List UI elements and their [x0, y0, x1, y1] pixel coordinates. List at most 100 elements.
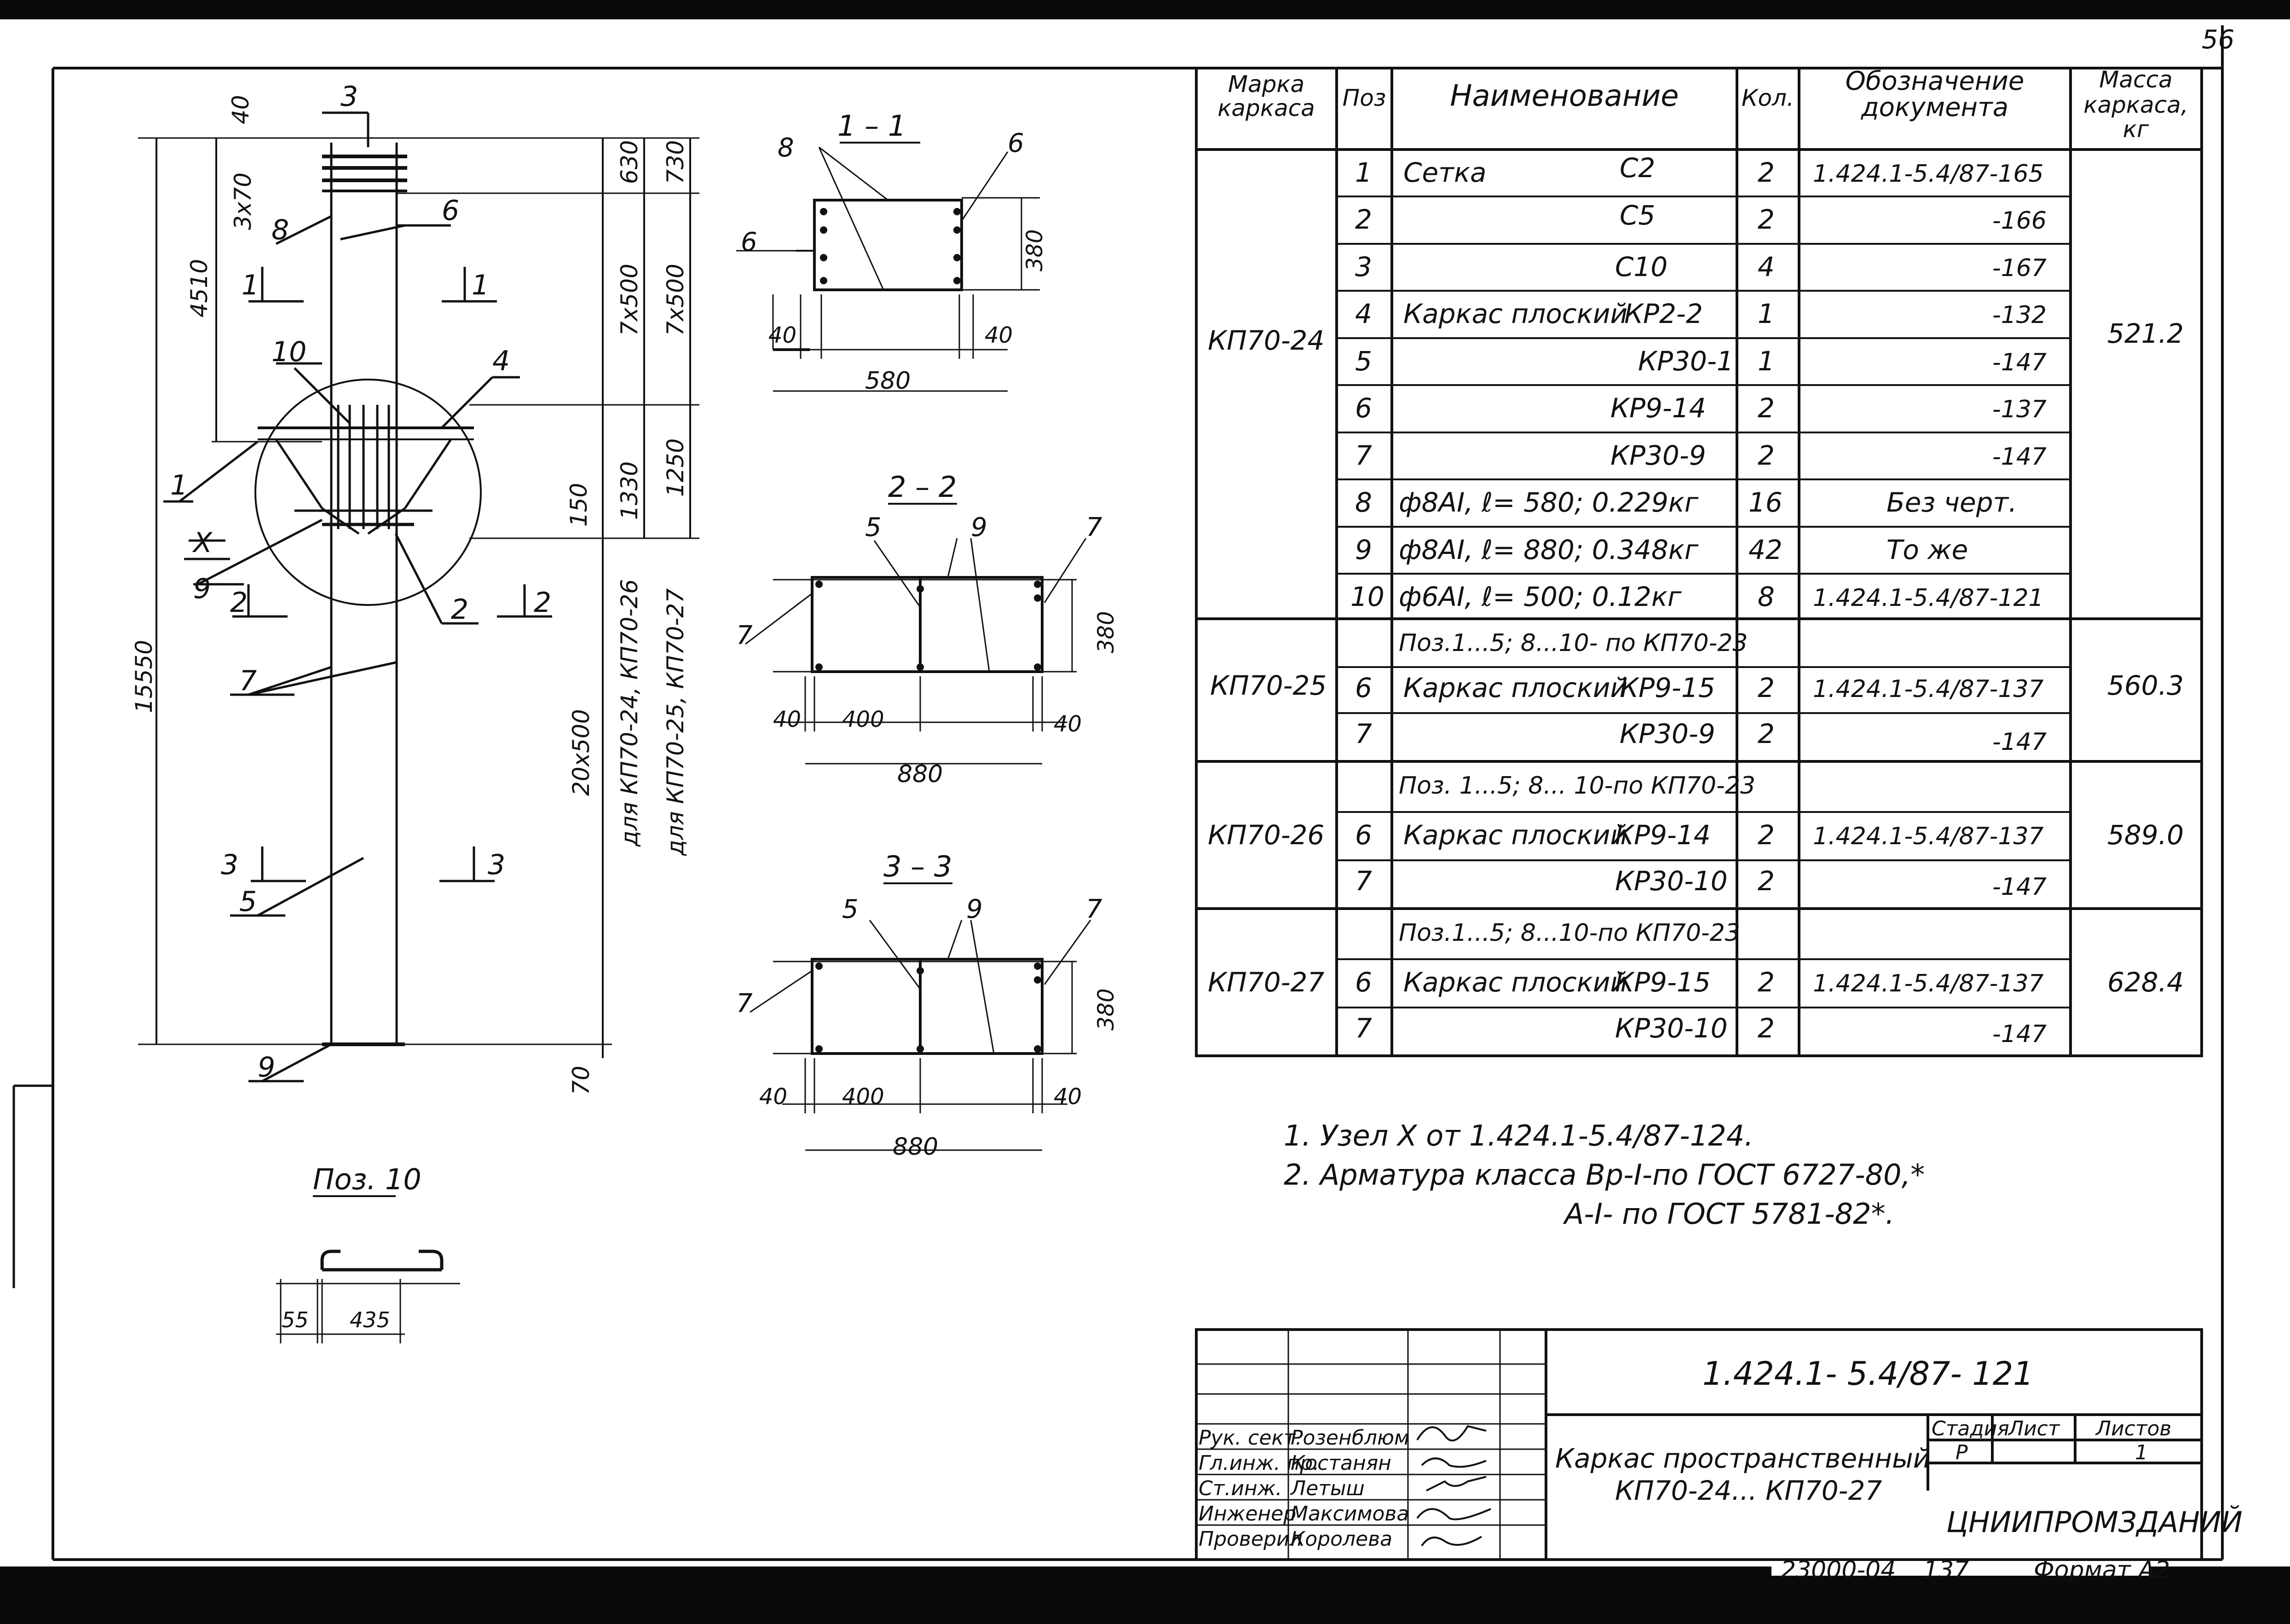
g4-row7-qty: 2 — [1758, 1013, 1775, 1044]
row9-doc: То же — [1886, 534, 1968, 565]
s11-dim-40b: 40 — [985, 322, 1013, 348]
note-for-24-26: для КП70-24, КП70-26 — [616, 579, 643, 847]
dim-right-1250: 1250 — [662, 438, 689, 497]
sheet-label: Лист — [2007, 1417, 2060, 1440]
hdr-name: Наименование — [1450, 79, 1679, 113]
s11-dim-40a: 40 — [768, 322, 796, 348]
detail-view: 3 8 6 10 4 1 9 2 7 5 9 X 1 1 2 2 3 3 40 … — [131, 81, 699, 1095]
part-label-8: 8 — [271, 214, 289, 246]
row5-pos: 5 — [1355, 346, 1372, 377]
person-3: Летыш — [1290, 1477, 1365, 1500]
s33-dim-40b: 40 — [1054, 1084, 1082, 1110]
section-1-1-title: 1 – 1 — [837, 109, 906, 143]
stage-label: Стадия — [1932, 1417, 2009, 1440]
section-2-2-title: 2 – 2 — [888, 470, 957, 504]
hdr-mark-2: каркаса — [1217, 95, 1315, 121]
g2-row7-pos: 7 — [1355, 718, 1372, 749]
row3-pos: 3 — [1355, 251, 1372, 282]
row10-pos: 10 — [1350, 581, 1384, 612]
row6-qty: 2 — [1758, 392, 1775, 424]
row9-pos: 9 — [1355, 534, 1372, 565]
g3-row6-doc: 1.424.1-5.4/87-137 — [1813, 823, 2044, 850]
stage-value: Р — [1955, 1441, 1968, 1464]
dim-right-7x500a: 7x500 — [616, 264, 643, 336]
part-label-10: 10 — [271, 336, 306, 368]
row8-pos: 8 — [1355, 487, 1372, 518]
role-5: Проверил — [1199, 1527, 1303, 1551]
g2-row6-name: Каркас плоский — [1403, 672, 1627, 703]
note-2: 2. Арматура класса Вр-I-по ГОСТ 6727-80,… — [1284, 1158, 1925, 1192]
format-label: Формат А2 — [2034, 1556, 2170, 1584]
row6-pos: 6 — [1355, 392, 1372, 424]
g4-ref: Поз.1...5; 8...10-по КП70-23 — [1399, 919, 1740, 947]
role-2: Гл.инж. пр. — [1199, 1451, 1319, 1475]
s33-dim-40a: 40 — [759, 1084, 787, 1110]
person-1: Розенблюм — [1291, 1426, 1409, 1450]
row7-doc: -147 — [1992, 443, 2047, 471]
g2-row6-code: КР9-15 — [1620, 672, 1715, 703]
s33-dim-880: 880 — [893, 1133, 938, 1161]
scan-bottom-bar — [0, 1566, 2290, 1624]
s22-label-5: 5 — [865, 513, 882, 542]
spec-table: Марка каркаса Поз Наименование Кол. Обоз… — [1195, 66, 2203, 1057]
g3-ref: Поз. 1...5; 8... 10-по КП70-23 — [1399, 772, 1755, 800]
section-2-2: 2 – 2 5 9 7 7 380 40 400 40 880 — [736, 470, 1119, 788]
dim-right-1330: 1330 — [616, 461, 643, 520]
s22-label-7b: 7 — [736, 621, 753, 651]
cut-1-right: 1 — [472, 269, 489, 301]
s22-label-9: 9 — [971, 513, 987, 542]
row2-doc: -166 — [1992, 207, 2047, 235]
g4-row6-qty: 2 — [1758, 967, 1775, 998]
row4-pos: 4 — [1355, 298, 1372, 329]
mass-kp70-25: 560.3 — [2107, 670, 2184, 701]
g4-row6-name: Каркас плоский — [1403, 967, 1627, 998]
title-line-2: КП70-24... КП70-27 — [1615, 1475, 1882, 1506]
row10-doc: 1.424.1-5.4/87-121 — [1813, 584, 2044, 612]
note-1: 1. Узел X от 1.424.1-5.4/87-124. — [1284, 1119, 1754, 1152]
section-3-3: 3 – 3 5 9 7 7 380 40 400 40 880 — [736, 850, 1119, 1161]
g4-row7-pos: 7 — [1355, 1013, 1372, 1044]
person-4: Максимова — [1291, 1502, 1409, 1526]
dim-right-20x500: 20x500 — [568, 709, 594, 796]
part-label-4: 4 — [492, 345, 510, 377]
s22-dim-40b: 40 — [1054, 711, 1082, 737]
row3-code: С10 — [1615, 251, 1667, 282]
section-1-1: 1 – 1 8 6 6 380 40 40 580 — [736, 109, 1048, 395]
role-4: Инженер — [1199, 1502, 1296, 1526]
dim-right-7x500b: 7x500 — [662, 264, 689, 336]
pos10-title: Поз. 10 — [313, 1163, 421, 1196]
footer: 23000-04 137 Формат А2 — [1771, 1556, 2170, 1584]
s22-dim-880: 880 — [897, 760, 943, 788]
row2-code: С5 — [1620, 200, 1655, 231]
part-label-5: 5 — [239, 886, 257, 918]
role-3: Ст.инж. — [1199, 1477, 1282, 1500]
row8-doc: Без черт. — [1886, 487, 2017, 518]
g3-row7-qty: 2 — [1758, 865, 1775, 897]
mass-kp70-26: 589.0 — [2107, 819, 2184, 851]
mass-kp70-24: 521.2 — [2107, 318, 2184, 349]
s33-label-9: 9 — [966, 894, 983, 924]
hdr-mass-3: кг — [2123, 116, 2149, 143]
row6-doc: -137 — [1992, 396, 2047, 423]
dim-right-730: 730 — [662, 140, 689, 184]
g2-row6-qty: 2 — [1758, 672, 1775, 703]
role-1: Рук. сект. — [1199, 1426, 1302, 1450]
hdr-pos: Поз — [1343, 85, 1386, 111]
g4-row7-doc: -147 — [1992, 1020, 2047, 1048]
g3-row6-pos: 6 — [1355, 819, 1372, 851]
s22-label-7a: 7 — [1086, 513, 1102, 542]
row2-pos: 2 — [1355, 204, 1372, 235]
g2-row7-doc: -147 — [1992, 728, 2047, 756]
s22-dim-40a: 40 — [773, 707, 801, 732]
part-label-9b: 9 — [258, 1051, 275, 1083]
mass-kp70-27: 628.4 — [2107, 967, 2184, 998]
row9-qty: 42 — [1748, 534, 1782, 565]
row10-name: ф6АI, ℓ= 500; 0.12кг — [1399, 581, 1682, 612]
row1-name: Сетка — [1403, 157, 1487, 188]
row5-qty: 1 — [1758, 346, 1775, 377]
page-number: 56 — [2202, 25, 2234, 55]
row8-name: ф8АI, ℓ= 580; 0.229кг — [1399, 487, 1699, 518]
doc-code: 1.424.1- 5.4/87- 121 — [1702, 1355, 2034, 1393]
dim-left-40: 40 — [227, 95, 254, 124]
row7-pos: 7 — [1355, 440, 1372, 471]
